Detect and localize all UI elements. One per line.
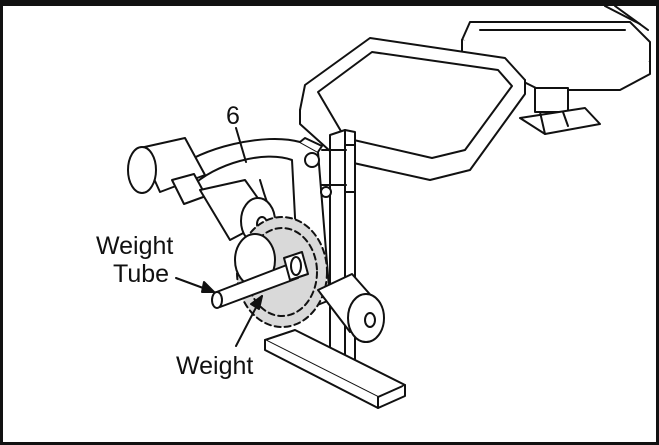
backrest-pad (461, 5, 651, 91)
upper-foam-roller-left (127, 137, 207, 205)
weight-label: Weight (176, 352, 254, 380)
callout-lines (175, 127, 263, 347)
weight-tube (211, 251, 309, 309)
callout-arrow-weight-tube (201, 281, 215, 293)
callout-arrow-weight (250, 295, 263, 310)
seat-pad (299, 37, 526, 181)
callout-line-part-6 (235, 127, 247, 163)
weight-tube-label-line1: Weight (96, 232, 174, 260)
rear-support (519, 87, 601, 135)
lower-foam-roller (317, 273, 385, 343)
weight-tube-label-line2: Tube (113, 260, 170, 288)
part-number-label: 6 (226, 102, 240, 130)
base-foot (264, 329, 406, 409)
